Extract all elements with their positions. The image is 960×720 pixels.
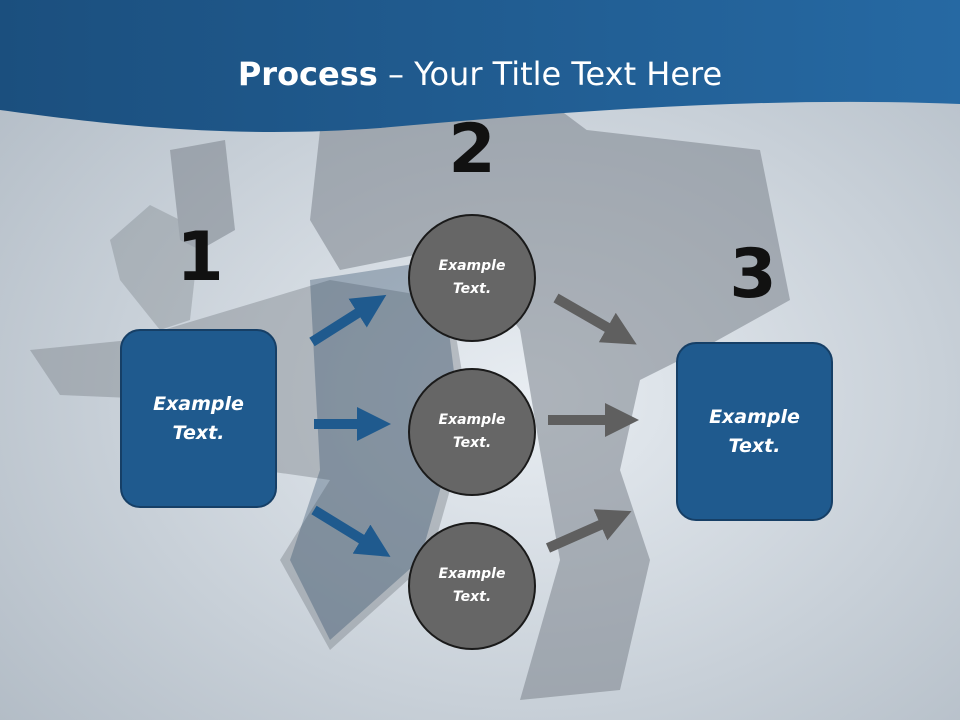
step-1-box: Example Text. <box>120 329 277 508</box>
step-number-1: 1 <box>176 218 224 297</box>
title-bold: Process <box>237 55 378 93</box>
step-2-circle-bottom: Example Text. <box>408 522 536 650</box>
page-title: Process – Your Title Text Here <box>0 54 960 94</box>
circle-bottom-text: Example Text. <box>438 566 506 605</box>
header-band <box>0 0 960 132</box>
step-3-box: Example Text. <box>676 342 833 521</box>
circle-top-text: Example Text. <box>438 258 506 297</box>
circle-middle-text: Example Text. <box>438 412 506 451</box>
step-1-box-text: Example Text. <box>153 392 244 444</box>
step-3-box-text: Example Text. <box>709 405 800 457</box>
title-rest: – Your Title Text Here <box>377 55 723 93</box>
step-2-circle-top: Example Text. <box>408 214 536 342</box>
step-number-2: 2 <box>448 110 496 189</box>
step-number-3: 3 <box>729 235 777 314</box>
step-2-circle-middle: Example Text. <box>408 368 536 496</box>
